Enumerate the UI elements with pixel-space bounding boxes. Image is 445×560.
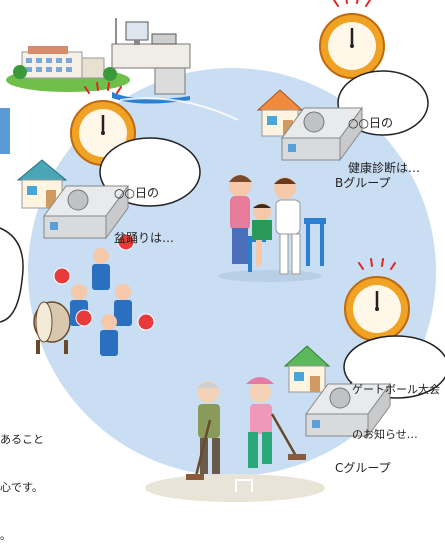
clock-icon xyxy=(344,258,410,342)
side-caption-line2: 心です。 xyxy=(0,481,43,494)
side-caption: あること 心です。 。 xyxy=(0,400,44,560)
bubble-b-line2: 健康診断は… xyxy=(348,161,421,175)
radio-receiver-icon xyxy=(43,184,129,240)
speech-bubble-a-text: ○○日の 盆踊りは… xyxy=(114,156,174,261)
left-edge-strip xyxy=(0,108,10,154)
radio-receiver-icon xyxy=(281,106,363,162)
radio-receiver-icon xyxy=(305,382,391,438)
bubble-c-line2: のお知らせ… xyxy=(352,428,418,441)
bubble-a-line1: ○○日の xyxy=(114,186,159,200)
gateball-illustration xyxy=(186,377,306,492)
festival-dance-illustration xyxy=(33,233,155,356)
left-partial-bubble xyxy=(0,227,24,323)
side-caption-line1: あること xyxy=(0,433,44,446)
group-c-label: Cグループ xyxy=(335,461,391,475)
clock-icon xyxy=(319,0,385,79)
broadcast-station-icon xyxy=(6,18,191,104)
side-caption-line3: 。 xyxy=(0,529,11,542)
bubble-b-line1: ○○日の xyxy=(348,116,393,130)
speech-bubble-b-text: ○○日の 健康診断は… xyxy=(348,86,420,191)
house-icon xyxy=(283,345,331,393)
speech-bubble-c-text: ゲートボール大会 のお知らせ… xyxy=(352,352,440,457)
health-check-illustration xyxy=(218,175,326,282)
group-b-label: Bグループ xyxy=(335,176,391,190)
bubble-c-line1: ゲートボール大会 xyxy=(352,383,440,396)
broadcast-illustration xyxy=(0,0,445,502)
signal-arcs xyxy=(119,97,239,121)
bubble-a-line2: 盆踊りは… xyxy=(114,231,175,245)
